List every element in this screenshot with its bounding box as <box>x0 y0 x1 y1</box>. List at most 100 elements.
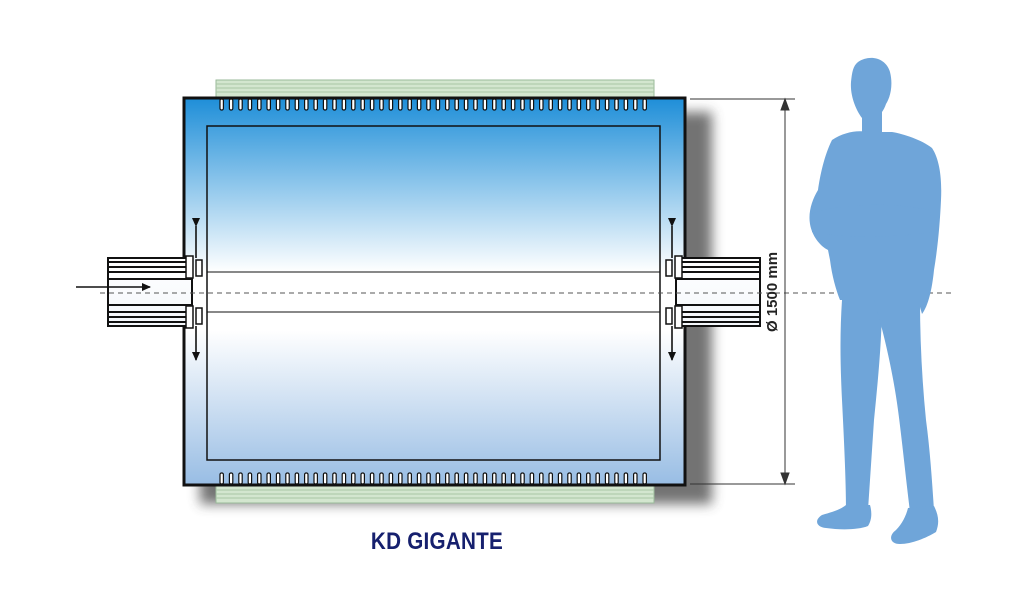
comb-tooth <box>510 98 516 111</box>
comb-tooth <box>538 472 544 485</box>
comb-tooth <box>445 472 450 485</box>
comb-tooth <box>632 472 638 485</box>
comb-tooth <box>322 98 328 111</box>
comb-tooth <box>473 472 478 485</box>
comb-tooth <box>294 472 300 485</box>
comb-tooth <box>238 98 243 111</box>
dimension-label: Ø 1500 mm <box>764 252 781 332</box>
inner-shaft <box>207 271 660 313</box>
comb-tooth <box>595 98 601 111</box>
comb-tooth <box>407 98 413 111</box>
comb-tooth <box>369 472 375 485</box>
comb-tooth <box>266 472 272 485</box>
comb-tooth <box>614 98 619 111</box>
fin-strip-bottom <box>215 484 655 504</box>
comb-tooth <box>482 98 488 111</box>
comb-tooth <box>388 98 394 111</box>
comb-tooth <box>614 472 619 485</box>
comb-tooth <box>285 98 290 111</box>
comb-tooth <box>257 472 262 485</box>
comb-tooth <box>567 472 572 485</box>
comb-tooth <box>228 472 234 485</box>
comb-tooth <box>332 472 337 485</box>
comb-tooth <box>322 472 328 485</box>
comb-tooth <box>454 472 460 485</box>
comb-tooth <box>426 472 431 485</box>
comb-tooth <box>463 98 469 111</box>
comb-tooth <box>247 472 253 485</box>
comb-tooth <box>247 98 253 111</box>
comb-tooth <box>379 98 384 111</box>
comb-tooth <box>351 472 356 485</box>
comb-tooth <box>529 98 535 111</box>
comb-tooth <box>275 472 281 485</box>
flange-left <box>185 255 203 329</box>
comb-tooth <box>228 98 234 111</box>
comb-tooth <box>585 98 591 111</box>
fin-strip-top <box>215 79 655 99</box>
comb-tooth <box>313 98 319 111</box>
comb-tooth <box>294 98 300 111</box>
comb-tooth <box>341 98 347 111</box>
teeth-row-bottom <box>219 472 648 485</box>
comb-tooth <box>501 98 507 111</box>
comb-tooth <box>445 98 450 111</box>
comb-tooth <box>257 98 262 111</box>
shaft-left <box>107 257 193 327</box>
comb-tooth <box>454 98 460 111</box>
comb-tooth <box>510 472 516 485</box>
person-silhouette <box>809 57 942 544</box>
comb-tooth <box>642 98 648 111</box>
comb-tooth <box>219 472 225 485</box>
comb-tooth <box>567 98 572 111</box>
comb-tooth <box>360 98 366 111</box>
comb-tooth <box>313 472 319 485</box>
comb-tooth <box>416 98 422 111</box>
comb-tooth <box>604 472 610 485</box>
comb-tooth <box>576 98 582 111</box>
comb-tooth <box>557 472 563 485</box>
comb-tooth <box>492 472 497 485</box>
drum-body <box>182 96 687 487</box>
comb-tooth <box>538 98 544 111</box>
flange-right <box>665 255 683 329</box>
comb-tooth <box>642 472 648 485</box>
seal-arrows <box>192 218 676 361</box>
comb-tooth <box>520 472 525 485</box>
dimension-line <box>690 97 795 486</box>
comb-tooth <box>407 472 413 485</box>
comb-tooth <box>398 98 403 111</box>
comb-tooth <box>623 98 629 111</box>
comb-tooth <box>304 98 309 111</box>
comb-tooth <box>463 472 469 485</box>
comb-tooth <box>219 98 225 111</box>
comb-tooth <box>435 98 441 111</box>
comb-tooth <box>632 98 638 111</box>
comb-tooth <box>623 472 629 485</box>
comb-tooth <box>238 472 243 485</box>
comb-tooth <box>388 472 394 485</box>
shaft-right <box>675 257 761 327</box>
comb-tooth <box>595 472 601 485</box>
comb-tooth <box>548 472 554 485</box>
product-caption: KD GIGANTE <box>370 528 504 555</box>
comb-tooth <box>435 472 441 485</box>
teeth-row-top <box>219 98 648 111</box>
comb-tooth <box>482 472 488 485</box>
comb-tooth <box>585 472 591 485</box>
comb-tooth <box>360 472 366 485</box>
comb-tooth <box>557 98 563 111</box>
comb-tooth <box>529 472 535 485</box>
comb-tooth <box>285 472 290 485</box>
comb-tooth <box>416 472 422 485</box>
comb-tooth <box>492 98 497 111</box>
comb-tooth <box>341 472 347 485</box>
comb-tooth <box>275 98 281 111</box>
comb-tooth <box>398 472 403 485</box>
comb-tooth <box>266 98 272 111</box>
comb-tooth <box>548 98 554 111</box>
comb-tooth <box>369 98 375 111</box>
comb-tooth <box>426 98 431 111</box>
comb-tooth <box>379 472 384 485</box>
